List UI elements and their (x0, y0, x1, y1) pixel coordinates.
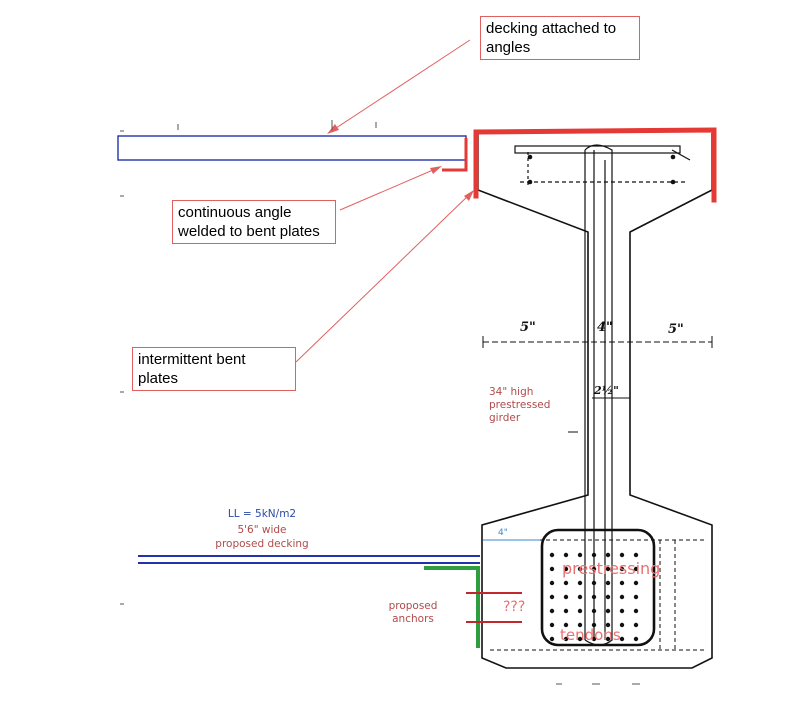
tendon-dot (619, 580, 625, 586)
tendon-dot (591, 566, 597, 572)
girder-outline (477, 133, 713, 669)
width-note: 5'6" wide (237, 524, 287, 536)
tendon-dot (591, 580, 597, 586)
arrow-heads (327, 124, 474, 201)
tendon-dot (577, 622, 583, 628)
tendons-note: tendons (560, 626, 621, 644)
tendon-dot (577, 566, 583, 572)
anchor-lines (466, 592, 522, 623)
tendon-dot (577, 636, 583, 642)
proposed-decking-lines (138, 555, 480, 564)
tendon-dots (549, 552, 639, 642)
angle-callout: continuous angle welded to bent plates (172, 200, 336, 244)
tendon-dot (549, 552, 555, 558)
tendon-dot (619, 636, 625, 642)
bar-markers (527, 154, 676, 185)
tendon-dot (563, 622, 569, 628)
tendon-dot (605, 622, 611, 628)
tendon-dot (633, 594, 639, 600)
tendon-dot (563, 552, 569, 558)
scan-marks (120, 120, 640, 685)
dim-flange-left: 5" (520, 320, 536, 335)
tendon-dot (563, 636, 569, 642)
plates-callout: intermittent bent plates (132, 347, 296, 391)
proposed-decking-note: proposed decking (215, 538, 309, 550)
tendon-dot (549, 580, 555, 586)
tendon-dot (563, 608, 569, 614)
tendon-dot (549, 566, 555, 572)
continuous-angle (442, 138, 468, 172)
tendon-dot (549, 608, 555, 614)
tendon-dot (619, 608, 625, 614)
dim-web: 4" (597, 320, 613, 335)
tendon-dot (633, 622, 639, 628)
tendon-dot (563, 566, 569, 572)
tendon-dot (577, 594, 583, 600)
tendon-dot (577, 552, 583, 558)
live-load-note: LL = 5kN/m2 (227, 508, 297, 520)
tendon-dot (549, 622, 555, 628)
tendon-dot (577, 608, 583, 614)
angle-lines (473, 127, 717, 203)
tendon-dot (591, 622, 597, 628)
tendon-dot (633, 636, 639, 642)
tendon-dot (619, 566, 625, 572)
decking-rect (117, 135, 467, 161)
girder-note: 34" high prestressed girder (489, 386, 551, 424)
tendon-box (540, 528, 656, 647)
tendon-dot (633, 552, 639, 558)
tendon-dot (563, 580, 569, 586)
tendon-dot (633, 566, 639, 572)
tendon-dot (563, 594, 569, 600)
tendon-dot (605, 566, 611, 572)
dim-flange-right: 5" (668, 322, 684, 337)
tendon-dot (605, 636, 611, 642)
tendon-dot (549, 594, 555, 600)
tendon-dot (605, 580, 611, 586)
tendon-dot (633, 608, 639, 614)
callout-arrows (295, 39, 473, 363)
tendon-dot (591, 594, 597, 600)
tendon-dot (619, 622, 625, 628)
tendon-dot (633, 580, 639, 586)
decking-callout: decking attached to angles (480, 16, 640, 60)
tendon-dot (577, 580, 583, 586)
tendon-dot (605, 594, 611, 600)
question-note: ??? (503, 599, 526, 615)
tendon-dot (605, 552, 611, 558)
tendon-dot (591, 552, 597, 558)
tendon-dot (591, 636, 597, 642)
offset-label: 4" (498, 528, 508, 538)
dimension-line (482, 320, 713, 433)
tendon-dot (619, 552, 625, 558)
tendon-dot (549, 636, 555, 642)
top-reinforcement (514, 144, 691, 646)
tendon-dot (605, 608, 611, 614)
dim-web-small: 2½" (594, 384, 619, 397)
anchors-note: proposed anchors (388, 600, 438, 625)
tendon-dot (591, 608, 597, 614)
prestressing-note: prestressing (562, 559, 661, 578)
tendon-dot (619, 594, 625, 600)
